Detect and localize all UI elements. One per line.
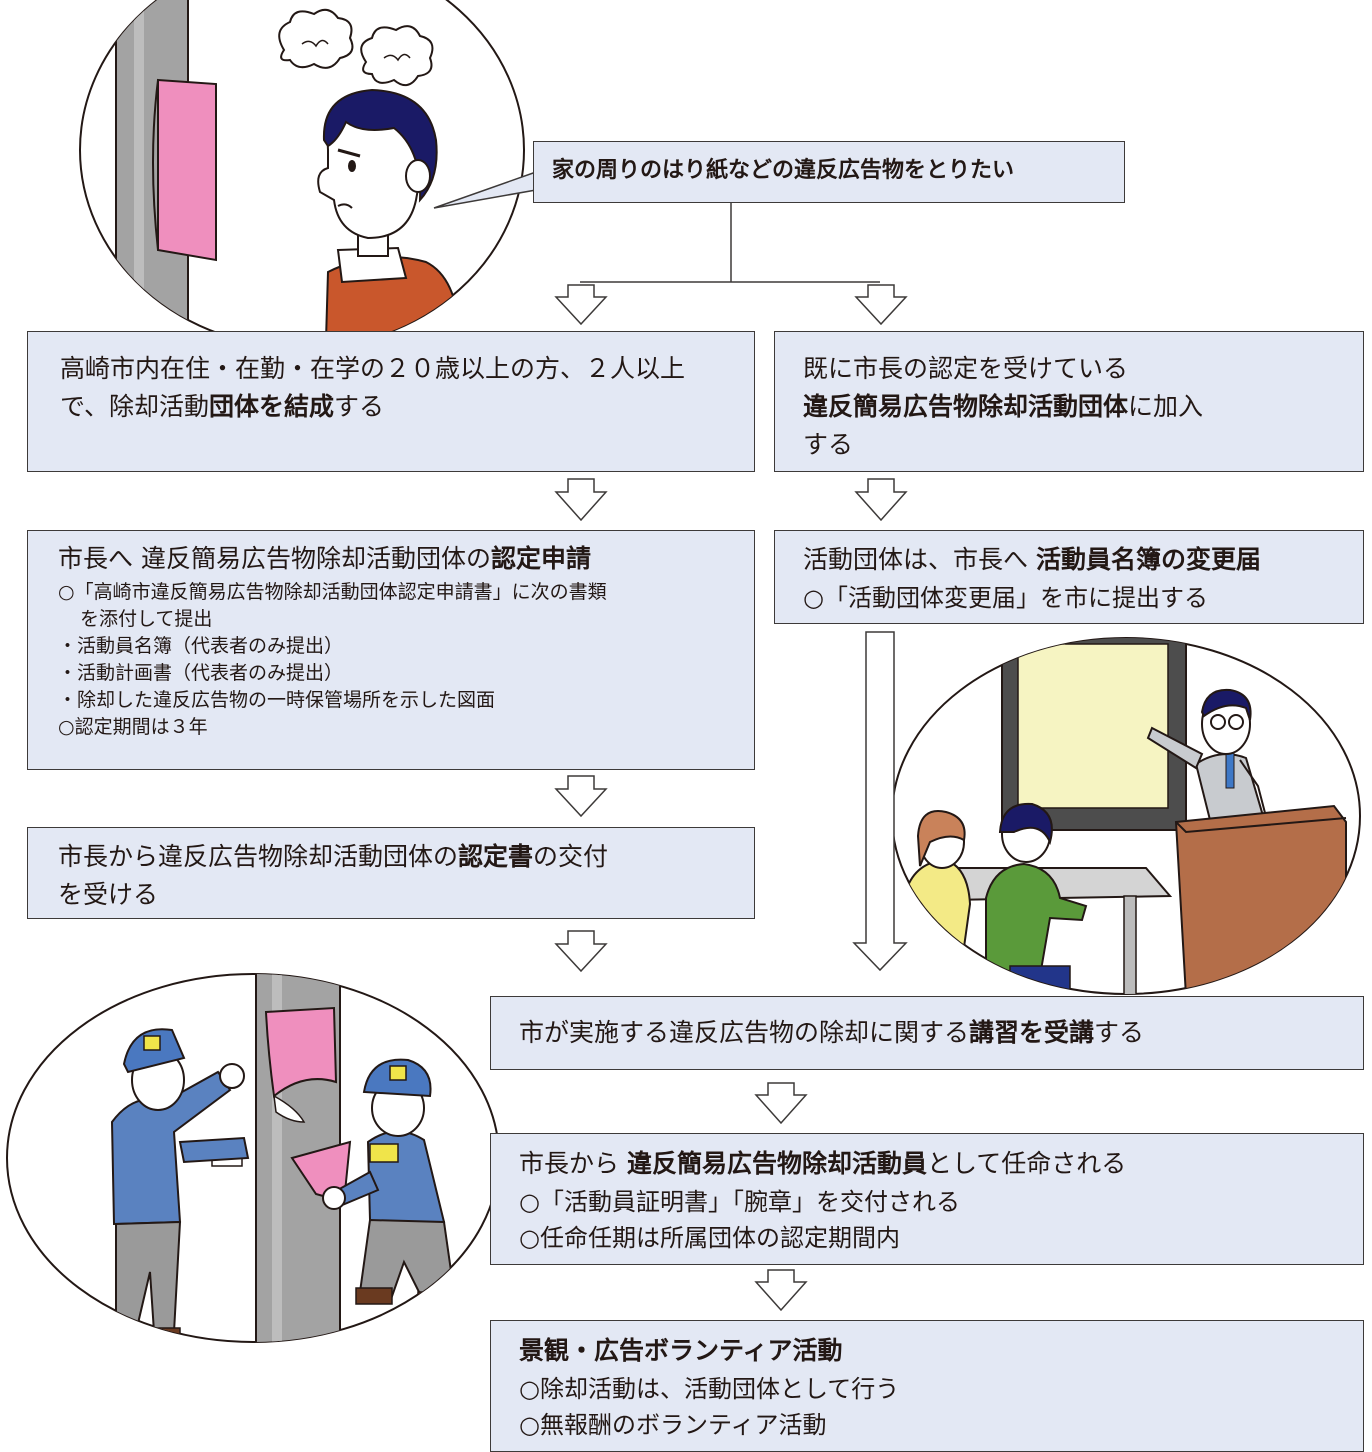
certificate-line2: を受ける [58, 880, 159, 909]
pink-poster [157, 78, 217, 262]
arrow-down [554, 284, 608, 326]
arrow-down [554, 478, 608, 522]
arrow-down [854, 478, 908, 522]
arrow-down [754, 1269, 808, 1312]
top-question-text: 家の周りのはり紙などの違反広告物をとりたい [552, 158, 1015, 183]
member-change-box: 活動団体は、市長へ 活動員名簿の変更届 ○「活動団体変更届」を市に提出する [774, 530, 1364, 624]
member-change-item: ○「活動団体変更届」を市に提出する [803, 584, 1208, 612]
lecture-room-illustration [891, 637, 1361, 995]
arrow-down [854, 284, 908, 326]
join-group-line1: 既に市長の認定を受けている [803, 354, 1129, 383]
certification-application-box: 市長へ 違反簡易広告物除却活動団体の認定申請 ○「高崎市違反簡易広告物除却活動団… [27, 530, 755, 770]
arrow-down [554, 930, 608, 973]
join-group-box: 既に市長の認定を受けている 違反簡易広告物除却活動団体に加入 する [774, 331, 1364, 472]
certificate-line1: 市長から違反広告物除却活動団体の認定書の交付 [58, 842, 609, 871]
application-item: ・活動計画書（代表者のみ提出） [58, 662, 344, 684]
certificate-issue-box: 市長から違反広告物除却活動団体の認定書の交付 を受ける [27, 827, 755, 919]
form-group-box: 高崎市内在住・在勤・在学の２０歳以上の方、２人以上 で、除却活動団体を結成する [27, 331, 755, 472]
training-course-text: 市が実施する違反広告物の除却に関する講習を受講する [519, 1018, 1145, 1047]
application-title: 市長へ 違反簡易広告物除却活動団体の認定申請 [58, 544, 591, 573]
volunteer-activity-box: 景観・広告ボランティア活動 ○除却活動は、活動団体として行う ○無報酬のボランテ… [490, 1320, 1364, 1452]
application-item: ・除却した違反広告物の一時保管場所を示した図面 [58, 689, 496, 711]
appointment-box: 市長から 違反簡易広告物除却活動員として任命される ○「活動員証明書」「腕章」を… [490, 1133, 1364, 1265]
appointment-item: ○「活動員証明書」「腕章」を交付される [519, 1188, 960, 1216]
volunteer-title: 景観・広告ボランティア活動 [519, 1336, 843, 1365]
volunteers-removing-posters-illustration [6, 973, 500, 1343]
form-group-line1: 高崎市内在住・在勤・在学の２０歳以上の方、２人以上 [60, 354, 686, 383]
join-group-line2: 違反簡易広告物除却活動団体に加入 [803, 392, 1204, 421]
application-item: ・活動員名簿（代表者のみ提出） [58, 635, 344, 657]
application-item: ○「高崎市違反簡易広告物除却活動団体認定申請書」に次の書類 [58, 581, 607, 603]
top-question-box: 家の周りのはり紙などの違反広告物をとりたい [533, 141, 1125, 203]
arrow-down [754, 1082, 808, 1125]
person-looking-at-poster-illustration [79, 0, 525, 340]
appointment-title: 市長から 違反簡易広告物除却活動員として任命される [519, 1149, 1127, 1178]
appointment-item: ○任命任期は所属団体の認定期間内 [519, 1224, 900, 1252]
member-change-title: 活動団体は、市長へ 活動員名簿の変更届 [803, 545, 1261, 574]
application-item: を添付して提出 [80, 608, 213, 630]
arrow-down [554, 775, 608, 818]
application-item: ○認定期間は３年 [58, 716, 208, 738]
volunteer-item: ○無報酬のボランティア活動 [519, 1411, 827, 1439]
training-course-box: 市が実施する違反広告物の除却に関する講習を受講する [490, 996, 1364, 1070]
join-group-line3: する [803, 430, 854, 459]
volunteer-item: ○除却活動は、活動団体として行う [519, 1375, 900, 1403]
form-group-line2: で、除却活動団体を結成する [60, 392, 385, 421]
